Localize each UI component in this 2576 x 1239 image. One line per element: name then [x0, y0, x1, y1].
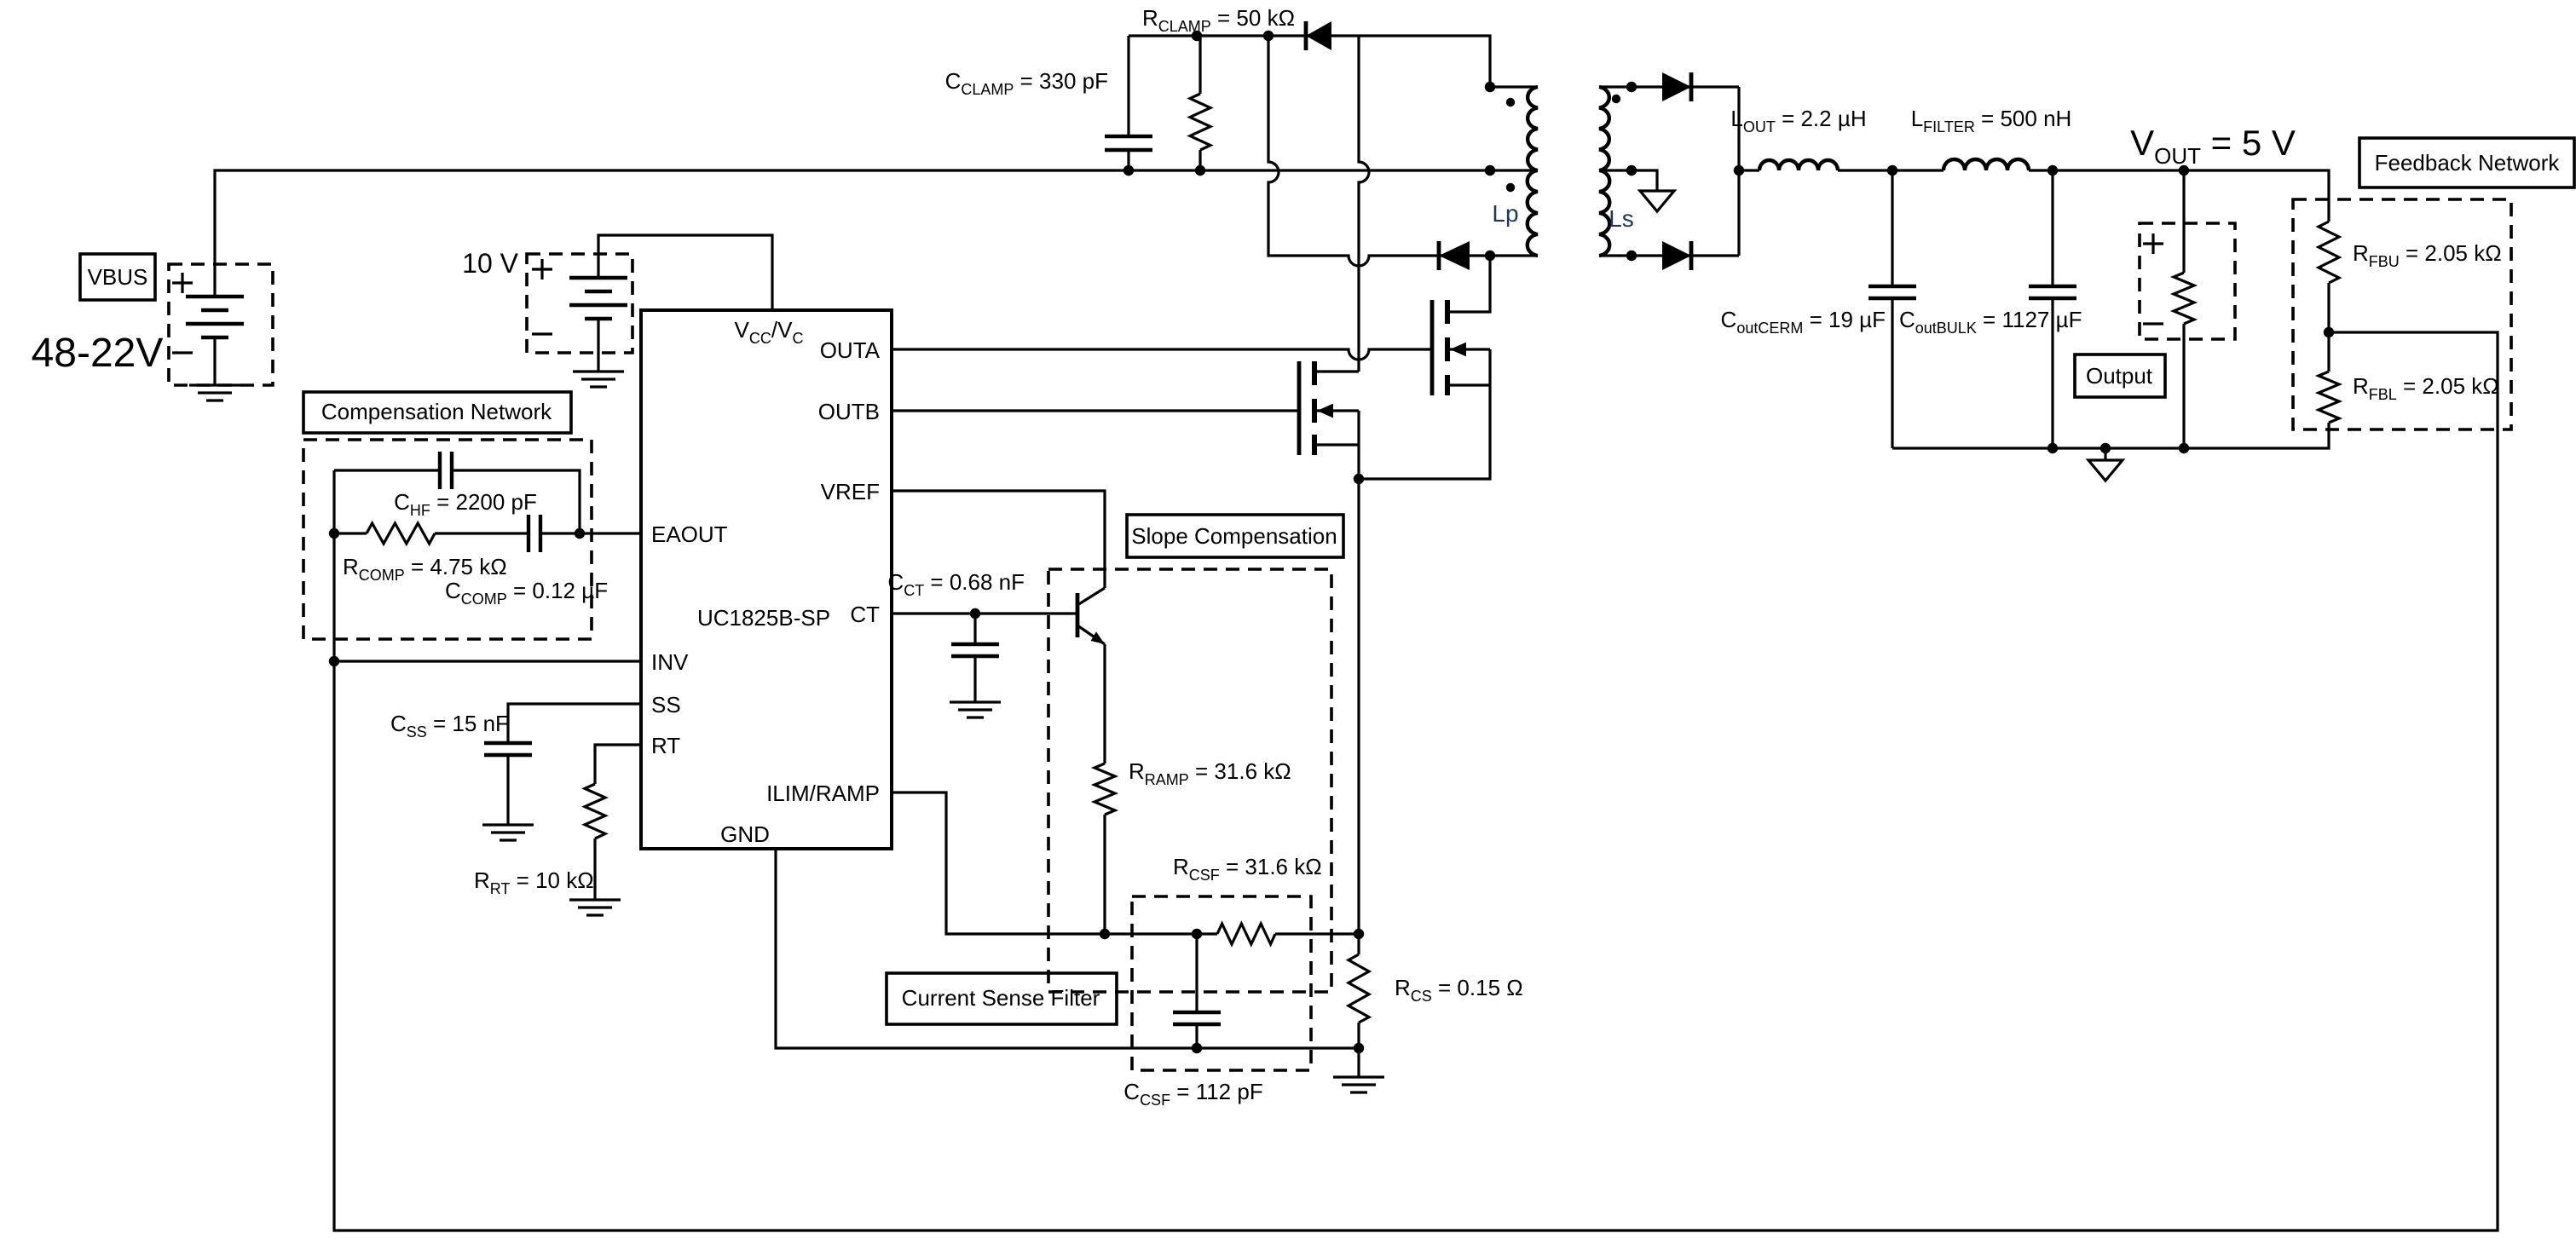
label-coutcerm: CoutCERM = 19 µF [1721, 307, 1886, 337]
ic-name: UC1825B-SP [697, 605, 830, 631]
label-rcomp: RCOMP = 4.75 kΩ [343, 554, 507, 584]
npn-slope-transistor [1075, 593, 1105, 644]
battery-10v [532, 259, 627, 336]
label-input-range: 48-22V [32, 331, 164, 376]
output-load-outline [2138, 222, 2237, 341]
ground-triangle-secondary [1637, 189, 1678, 214]
label-coutbulk: CoutBULK = 1127 µF [1899, 307, 2082, 337]
slope-compensation-outline [1047, 568, 1333, 994]
ic-uc1825b [639, 308, 893, 850]
current-sense-filter-outline [1130, 895, 1313, 1072]
transformer: Lp Ls [1492, 84, 1634, 258]
ground-symbols-bar [189, 370, 1384, 1094]
pin-eaout: EAOUT [651, 522, 728, 547]
bias-battery-outline [525, 252, 634, 354]
pin-outa: OUTA [820, 337, 881, 363]
vbus-label-box [78, 252, 157, 302]
feedback-label-box [2358, 136, 2576, 189]
resistor-rfbu [2315, 220, 2342, 285]
pin-vref: VREF [821, 479, 880, 504]
capacitor-coutcerm [1868, 284, 1916, 301]
compensation-network-outline [302, 438, 593, 641]
label-10v: 10 V [462, 248, 518, 279]
junction-dots [328, 30, 2335, 1054]
csf-label: Current Sense Filter [902, 985, 1100, 1011]
resistor-rcsf [1216, 920, 1277, 948]
ground-triangle-output [2085, 458, 2126, 483]
vbus-battery-outline [167, 262, 274, 387]
label-ccsf: CCSF = 112 pF [1123, 1079, 1262, 1109]
capacitor-cclamp [1105, 134, 1152, 153]
battery-vbus [172, 273, 244, 354]
label-chf: CHF = 2200 pF [394, 489, 537, 519]
circuit-wires [213, 34, 2499, 1232]
compensation-label: Compensation Network [321, 399, 552, 424]
label-ccomp: CCOMP = 0.12 µF [445, 578, 608, 608]
output-label-box [2073, 353, 2167, 399]
pin-outb: OUTB [818, 399, 880, 424]
label-rrt: RRT = 10 kΩ [474, 867, 594, 897]
plus-sign [532, 259, 552, 279]
resistor-rcomp [365, 520, 436, 547]
plus-sign [2143, 233, 2163, 254]
pin-ilim-ramp: ILIM/RAMP [766, 781, 880, 806]
label-cct: CCT = 0.68 nF [887, 569, 1025, 599]
diode-clamp-bottom [1436, 241, 1470, 270]
compensation-label-box [302, 390, 573, 435]
pin-ss: SS [651, 692, 681, 717]
label-ls: Ls [1609, 205, 1634, 232]
capacitor-ccomp [526, 515, 543, 552]
label-lout: LOUT = 2.2 µH [1730, 106, 1866, 135]
label-rclamp: RCLAMP = 50 kΩ [1142, 5, 1295, 35]
resistor-rramp [1090, 762, 1119, 816]
diode-rectifier-bottom [1662, 241, 1694, 270]
capacitor-css [484, 741, 532, 758]
label-lp: Lp [1492, 200, 1518, 227]
slope-label-box [1125, 513, 1345, 559]
feedback-label: Feedback Network [2375, 150, 2561, 176]
plus-sign [172, 273, 193, 293]
resistor-rclamp [1187, 92, 1214, 152]
transformer-primary-winding [1525, 84, 1539, 258]
resistor-rcs [1345, 953, 1372, 1024]
label-cclamp: CCLAMP = 330 pF [945, 68, 1108, 98]
secondary-phase-dot [1611, 94, 1621, 104]
pin-gnd: GND [720, 821, 770, 847]
primary-phase-dot-upper [1505, 97, 1516, 107]
pin-vcc: VCC/VC [735, 317, 804, 347]
label-rfbu: RFBU = 2.05 kΩ [2353, 240, 2502, 270]
inductor-lout [1757, 158, 1840, 171]
capacitor-chf [437, 452, 454, 489]
pin-inv: INV [651, 649, 689, 675]
slope-label: Slope Compensation [1131, 523, 1337, 549]
label-vout: VOUT = 5 V [2130, 123, 2296, 169]
resistor-rrt [581, 782, 609, 840]
label-rramp: RRAMP = 31.6 kΩ [1129, 758, 1291, 788]
capacitor-coutbulk [2029, 284, 2076, 301]
label-rfbl: RFBL = 2.05 kΩ [2353, 373, 2499, 403]
transformer-secondary-winding [1598, 84, 1612, 258]
label-rcs: RCS = 0.15 Ω [1395, 975, 1523, 1005]
output-label: Output [2086, 363, 2153, 389]
mosfet-outb-switch [1297, 361, 1333, 455]
resistor-load [2169, 271, 2198, 326]
diode-clamp-top [1303, 21, 1331, 50]
diode-rectifier-top [1662, 72, 1694, 101]
label-css: CSS = 15 nF [390, 711, 509, 741]
vbus-label: VBUS [88, 264, 148, 290]
csf-label-box [885, 971, 1118, 1026]
resistor-rfbl [2314, 370, 2343, 424]
primary-phase-dot-lower [1505, 182, 1516, 193]
load-polarity [2143, 233, 2163, 326]
capacitor-cct [951, 642, 999, 659]
label-rcsf: RCSF = 31.6 kΩ [1173, 854, 1322, 884]
label-lfilter: LFILTER = 500 nH [1911, 106, 2072, 135]
inductor-lfilter [1941, 157, 2031, 171]
pin-rt: RT [651, 733, 680, 758]
feedback-network-outline [2291, 198, 2513, 431]
capacitor-ccsf [1173, 1010, 1221, 1027]
pin-ct: CT [850, 602, 880, 627]
mosfet-outa-switch [1430, 300, 1466, 395]
